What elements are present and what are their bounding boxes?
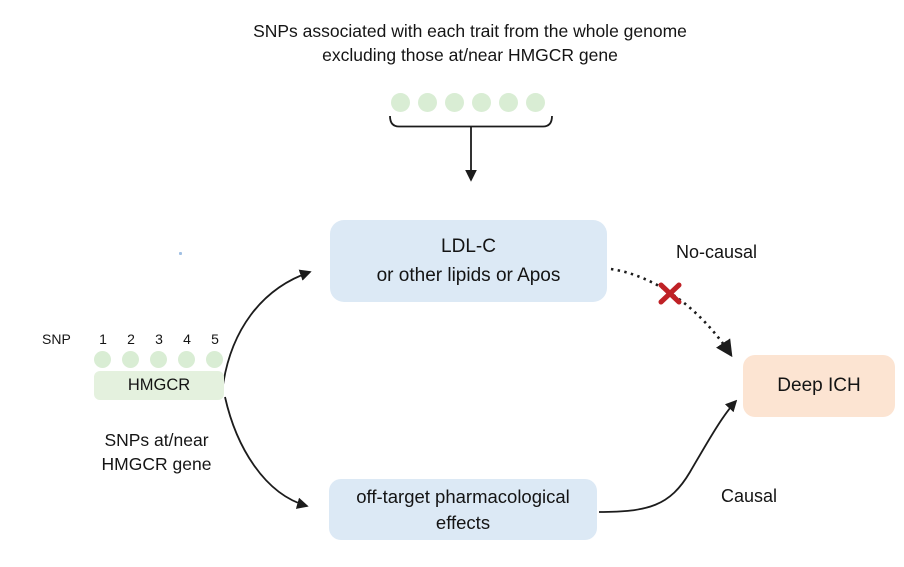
snp-dot	[150, 351, 167, 368]
snp-dot	[178, 351, 195, 368]
genome-snp-dots	[391, 93, 545, 112]
snp-dot	[94, 351, 111, 368]
red-cross-icon	[658, 282, 682, 305]
hmgcr-gene-label: HMGCR	[127, 376, 191, 394]
causal-label: Causal	[721, 486, 778, 506]
off-target-line-2: effects	[435, 511, 491, 533]
snp-word-label: SNP	[42, 331, 71, 347]
outcome-node: Deep ICH	[743, 355, 895, 417]
gene-snp-dots	[94, 351, 223, 368]
outcome-label: Deep ICH	[777, 375, 861, 396]
exposure-line-2: or other lipids or Apos	[376, 265, 561, 286]
snp-number: 3	[155, 331, 163, 347]
snp-number: 5	[211, 331, 219, 347]
off-target-line-1: off-target pharmacological	[356, 485, 570, 507]
exposure-line-1: LDL-C	[441, 236, 496, 257]
snp-dot	[472, 93, 491, 112]
exposure-node: LDL-C or other lipids or Apos	[330, 220, 607, 302]
snp-number-row: 1 2 3 4 5	[89, 331, 229, 347]
snp-number: 4	[183, 331, 191, 347]
causal-arrow	[598, 399, 738, 513]
title-line-1: SNPs associated with each trait from the…	[253, 21, 687, 41]
gene-caption: SNPs at/near HMGCR gene	[74, 428, 239, 476]
gene-caption-line-1: SNPs at/near	[104, 430, 209, 450]
snp-dot	[418, 93, 437, 112]
snp-dot	[445, 93, 464, 112]
bracket-under-dots	[389, 115, 553, 128]
no-causal-dotted-arrow	[610, 267, 733, 358]
snp-number: 2	[127, 331, 135, 347]
off-target-node: off-target pharmacological effects	[329, 479, 597, 540]
snp-dot	[206, 351, 223, 368]
gene-to-exposure-arrow	[222, 269, 312, 386]
stray-dot	[179, 252, 182, 255]
snp-dot	[526, 93, 545, 112]
diagram-title: SNPs associated with each trait from the…	[150, 19, 790, 67]
snp-dot	[499, 93, 518, 112]
snp-dot	[122, 351, 139, 368]
title-line-2: excluding those at/near HMGCR gene	[322, 45, 618, 65]
snp-number: 1	[99, 331, 107, 347]
no-causal-label: No-causal	[676, 242, 758, 262]
gene-caption-line-2: HMGCR gene	[101, 454, 212, 474]
snp-dot	[391, 93, 410, 112]
hmgcr-gene-box: HMGCR	[94, 371, 224, 400]
